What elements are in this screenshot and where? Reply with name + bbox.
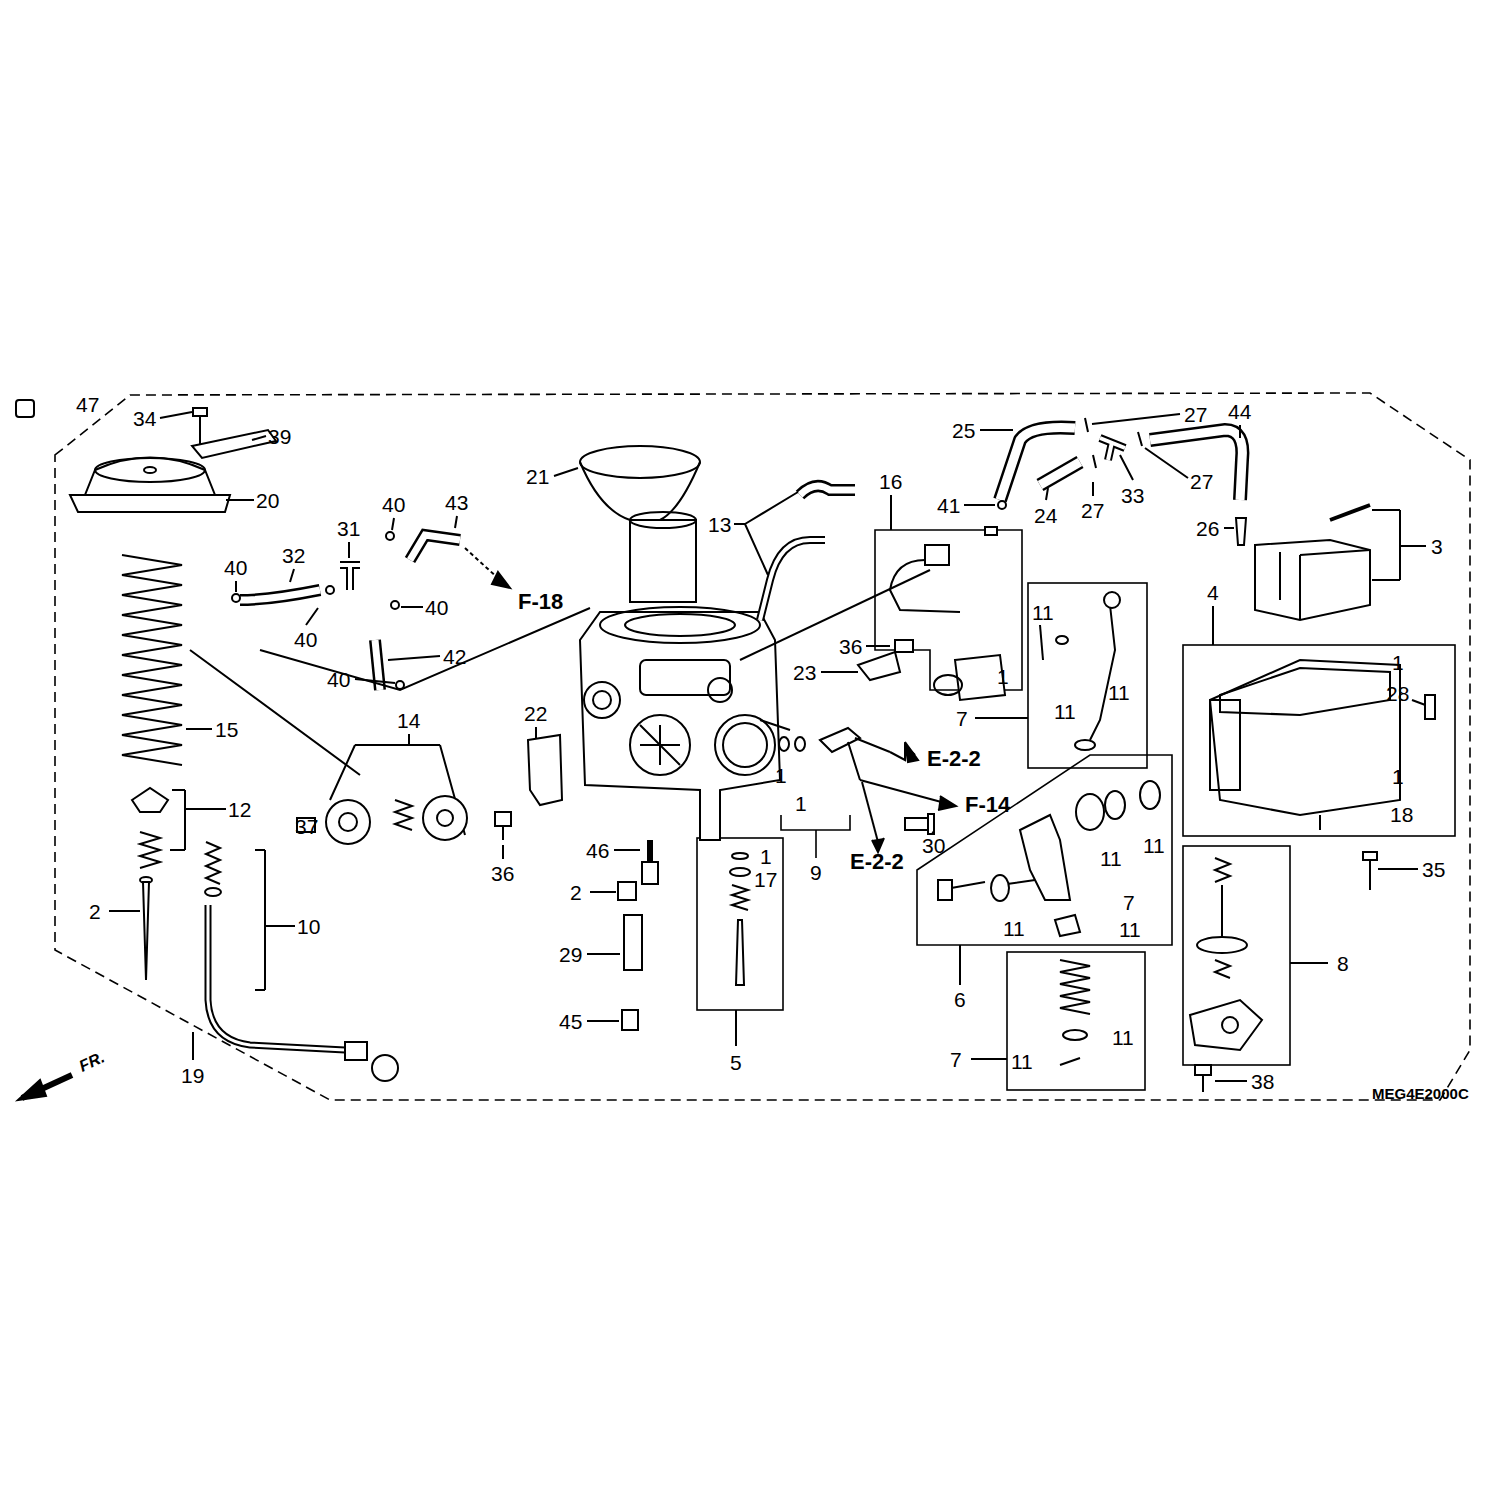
front-arrow-label: FR. bbox=[75, 1048, 110, 1077]
callout-number: 40 bbox=[325, 668, 352, 691]
callout-number: 36 bbox=[837, 635, 864, 658]
callout-number: 21 bbox=[524, 465, 551, 488]
callout-number: 11 bbox=[1110, 1026, 1136, 1049]
callout-number: 20 bbox=[254, 489, 281, 512]
callout-number: 1 bbox=[793, 792, 809, 815]
callout-number: 27 bbox=[1182, 403, 1209, 426]
callout-number: 1 bbox=[773, 764, 789, 787]
reference-label: E-2-2 bbox=[848, 850, 906, 874]
callout-number: 40 bbox=[222, 556, 249, 579]
callout-number: 11 bbox=[1106, 681, 1132, 704]
callout-number: 11 bbox=[1030, 601, 1056, 624]
group-box bbox=[1183, 645, 1455, 836]
callout-number: 43 bbox=[443, 491, 470, 514]
callout-number: 18 bbox=[1388, 803, 1415, 826]
callout-number: 11 bbox=[1009, 1050, 1035, 1073]
callout-number: 26 bbox=[1194, 517, 1221, 540]
callout-number: 24 bbox=[1032, 504, 1059, 527]
callout-number: 16 bbox=[877, 470, 904, 493]
callout-number: 23 bbox=[791, 661, 818, 684]
callout-number: 25 bbox=[950, 419, 977, 442]
callout-number: 1 bbox=[1390, 765, 1406, 788]
callout-number: 17 bbox=[752, 868, 779, 891]
callout-number: 11 bbox=[1098, 847, 1124, 870]
callout-number: 40 bbox=[423, 596, 450, 619]
callout-number: 38 bbox=[1249, 1070, 1276, 1093]
callout-number: 33 bbox=[1119, 484, 1146, 507]
callout-number: 13 bbox=[706, 513, 733, 536]
reference-label: F-14 bbox=[963, 793, 1012, 817]
callout-number: 1 bbox=[758, 845, 774, 868]
reference-label: E-2-2 bbox=[925, 747, 983, 771]
callout-number: 40 bbox=[380, 493, 407, 516]
callout-number: 22 bbox=[522, 702, 549, 725]
group-box bbox=[917, 755, 1172, 945]
callout-number: 27 bbox=[1079, 499, 1106, 522]
callout-number: 10 bbox=[295, 915, 322, 938]
diagram-code: MEG4E2000C bbox=[1370, 1085, 1471, 1102]
callout-number: 8 bbox=[1335, 952, 1351, 975]
callout-number: 3 bbox=[1429, 535, 1445, 558]
callout-number: 12 bbox=[226, 798, 253, 821]
callout-number: 9 bbox=[808, 861, 824, 884]
callout-number: 37 bbox=[293, 815, 320, 838]
callout-number: 5 bbox=[728, 1051, 744, 1074]
callout-number: 47 bbox=[74, 393, 101, 416]
callout-number: 19 bbox=[179, 1064, 206, 1087]
callout-number: 44 bbox=[1226, 400, 1253, 423]
callout-number: 45 bbox=[557, 1010, 584, 1033]
callout-number: 6 bbox=[952, 988, 968, 1011]
callout-number: 15 bbox=[213, 718, 240, 741]
callout-number: 30 bbox=[920, 834, 947, 857]
callout-number: 39 bbox=[266, 425, 293, 448]
callout-number: 11 bbox=[1141, 834, 1167, 857]
callout-number: 36 bbox=[489, 862, 516, 885]
callout-number: 35 bbox=[1420, 858, 1447, 881]
callout-number: 11 bbox=[1001, 917, 1027, 940]
callout-number: 32 bbox=[280, 544, 307, 567]
callout-number: 46 bbox=[584, 839, 611, 862]
callout-number: 4 bbox=[1205, 581, 1221, 604]
callout-number: 2 bbox=[568, 881, 584, 904]
group-bracket bbox=[781, 815, 850, 858]
callout-number: 11 bbox=[1052, 700, 1078, 723]
callout-number: 14 bbox=[395, 709, 422, 732]
callout-number: 34 bbox=[131, 407, 158, 430]
callout-number: 28 bbox=[1384, 682, 1411, 705]
callout-number: 7 bbox=[954, 707, 970, 730]
callout-number: 11 bbox=[1117, 918, 1143, 941]
callout-number: 29 bbox=[557, 943, 584, 966]
assembly-outline bbox=[55, 393, 1470, 1100]
group-box bbox=[1183, 846, 1290, 1065]
callout-number: 7 bbox=[948, 1048, 964, 1071]
group-box bbox=[1028, 583, 1147, 768]
callout-number: 7 bbox=[1121, 891, 1137, 914]
group-box bbox=[697, 838, 783, 1010]
callout-number: 42 bbox=[441, 645, 468, 668]
callout-number: 2 bbox=[87, 900, 103, 923]
callout-number: 31 bbox=[335, 517, 362, 540]
callout-number: 40 bbox=[292, 628, 319, 651]
callout-number: 1 bbox=[1390, 651, 1406, 674]
callout-number: 1 bbox=[995, 665, 1011, 688]
reference-label: F-18 bbox=[516, 590, 565, 614]
callout-number: 41 bbox=[935, 494, 962, 517]
callout-number: 27 bbox=[1188, 470, 1215, 493]
group-box bbox=[1007, 952, 1145, 1090]
